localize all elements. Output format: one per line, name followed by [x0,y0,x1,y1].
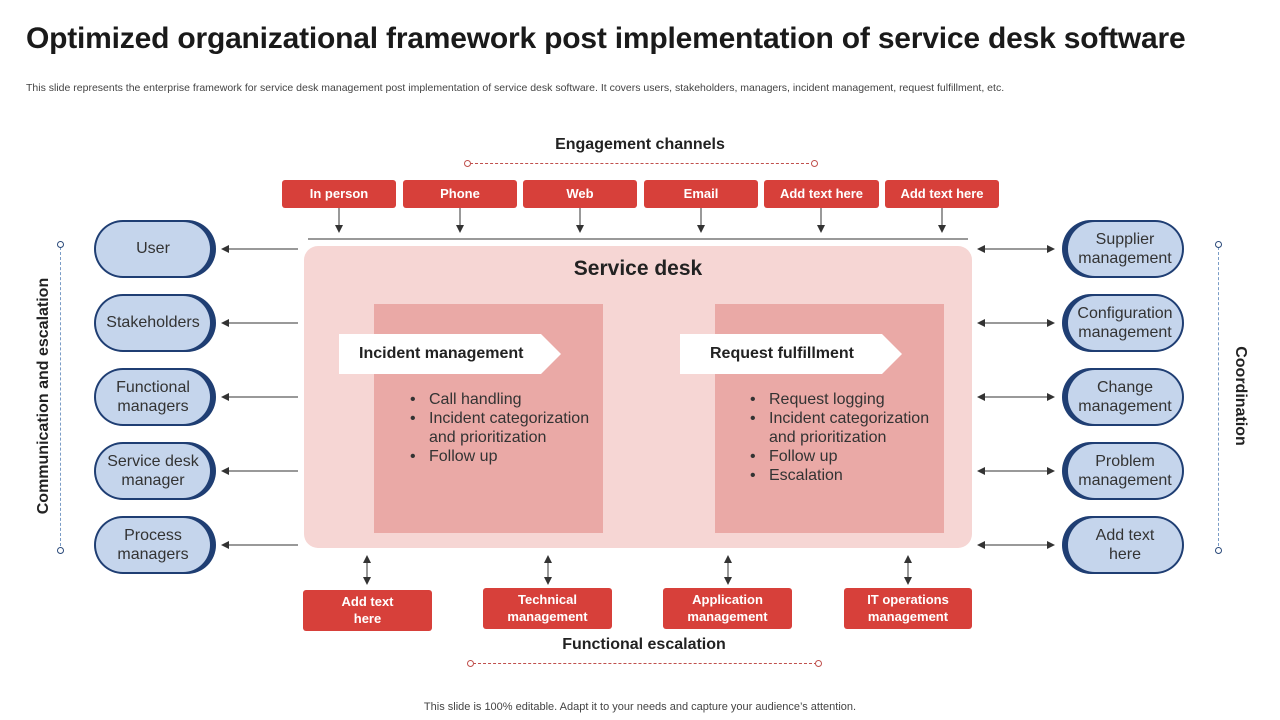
pill-label: User [96,222,210,276]
engagement-line-start-dot [464,160,471,167]
pill-label: Change management [1068,370,1182,424]
engagement-dashed-line [470,163,814,164]
channel-add-text-2[interactable]: Add text here [885,180,999,208]
right-pill-problem-management[interactable]: Problem management [1062,442,1184,500]
pill-label: Functional managers [96,370,210,424]
right-line-bottom-dot [1215,547,1222,554]
pill-label: Process managers [96,518,210,572]
request-fulfillment-heading: Request fulfillment [680,334,902,374]
request-bullet: Incident categorization and prioritizati… [750,409,940,447]
communication-escalation-label: Communication and escalation [35,277,52,515]
right-pill-supplier-management[interactable]: Supplier management [1062,220,1184,278]
incident-bullet: Follow up [410,447,600,466]
functional-escalation-label: Functional escalation [562,636,726,653]
pill-label: Stakeholders [96,296,210,350]
left-pill-process-managers[interactable]: Process managers [94,516,216,574]
channel-phone[interactable]: Phone [403,180,517,208]
slide-title: Optimized organizational framework post … [26,22,1186,55]
left-pill-stakeholders[interactable]: Stakeholders [94,294,216,352]
functional-line-end-dot [815,660,822,667]
request-bullet-list: Request logging Incident categorization … [750,390,940,485]
functional-application-management[interactable]: Application management [663,588,792,629]
functional-technical-management[interactable]: Technical management [483,588,612,629]
pill-label: Service desk manager [96,444,210,498]
left-line-top-dot [57,241,64,248]
incident-bullet: Incident categorization and prioritizati… [410,409,600,447]
service-desk-title: Service desk [573,257,703,280]
functional-it-operations-management[interactable]: IT operations management [844,588,972,629]
request-bullet: Escalation [750,466,940,485]
channel-email[interactable]: Email [644,180,758,208]
request-bullet: Request logging [750,390,940,409]
right-dashed-line [1218,247,1219,551]
slide-subtitle: This slide represents the enterprise fra… [26,82,1005,94]
left-pill-service-desk-manager[interactable]: Service desk manager [94,442,216,500]
pill-label: Problem management [1068,444,1182,498]
engagement-line-end-dot [811,160,818,167]
incident-bullet-list: Call handling Incident categorization an… [410,390,600,466]
footer-note: This slide is 100% editable. Adapt it to… [423,701,857,713]
left-pill-user[interactable]: User [94,220,216,278]
channel-in-person[interactable]: In person [282,180,396,208]
incident-bullet: Call handling [410,390,600,409]
functional-dashed-line [473,663,817,664]
right-pill-change-management[interactable]: Change management [1062,368,1184,426]
pill-label: Add text here [1068,518,1182,572]
channel-add-text-1[interactable]: Add text here [764,180,879,208]
engagement-channels-label: Engagement channels [555,136,725,153]
request-bullet: Follow up [750,447,940,466]
coordination-label: Coordination [1232,346,1249,446]
right-pill-configuration-management[interactable]: Configuration management [1062,294,1184,352]
left-pill-functional-managers[interactable]: Functional managers [94,368,216,426]
functional-line-start-dot [467,660,474,667]
channel-web[interactable]: Web [523,180,637,208]
left-dashed-line [60,247,61,551]
functional-add-text[interactable]: Add text here [303,590,432,631]
pill-label: Supplier management [1068,222,1182,276]
left-line-bottom-dot [57,547,64,554]
pill-label: Configuration management [1068,296,1182,350]
right-line-top-dot [1215,241,1222,248]
right-pill-add-text[interactable]: Add text here [1062,516,1184,574]
incident-management-heading: Incident management [339,334,561,374]
